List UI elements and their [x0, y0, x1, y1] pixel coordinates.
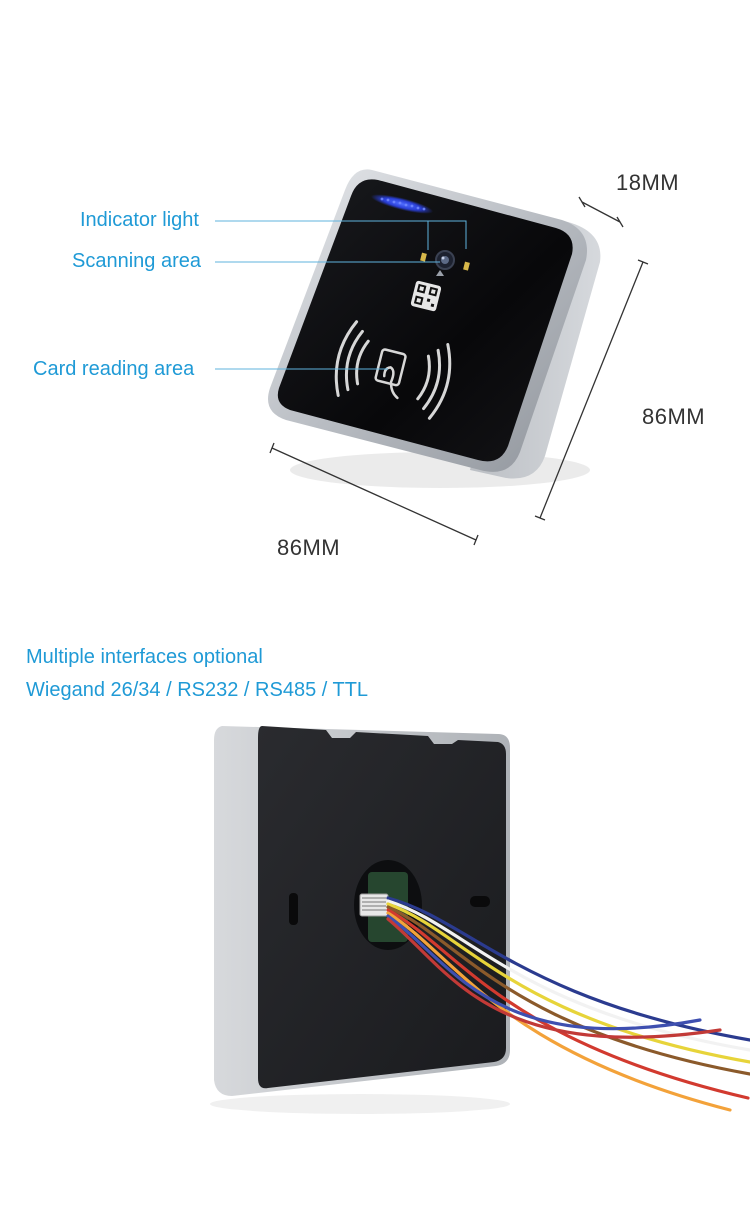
dimension-lines — [269, 196, 649, 546]
qr-code-icon — [410, 280, 442, 312]
scanning-area-label: Scanning area — [72, 250, 201, 272]
depth-dimension-label: 18MM — [616, 170, 680, 195]
interfaces-list: Wiegand 26/34 / RS232 / RS485 / TTL — [26, 679, 369, 701]
glass-panel — [277, 179, 573, 462]
callout-lines — [215, 220, 467, 370]
scanning-lens — [420, 250, 470, 276]
height-dimension-label: 86MM — [642, 404, 706, 429]
mount-slot-left — [289, 893, 298, 925]
indicator-dots — [380, 197, 426, 211]
connection-wires — [386, 896, 750, 1112]
card-reading-icon — [334, 320, 452, 420]
interfaces-heading: Multiple interfaces optional — [26, 646, 263, 668]
wire-connector — [359, 893, 389, 917]
indicator-light-label: Indicator light — [80, 209, 199, 231]
back-reader-illustration — [214, 726, 510, 1096]
card-reading-area-label: Card reading area — [33, 358, 195, 380]
mount-slot-right — [470, 896, 490, 907]
width-dimension-label: 86MM — [277, 535, 341, 560]
